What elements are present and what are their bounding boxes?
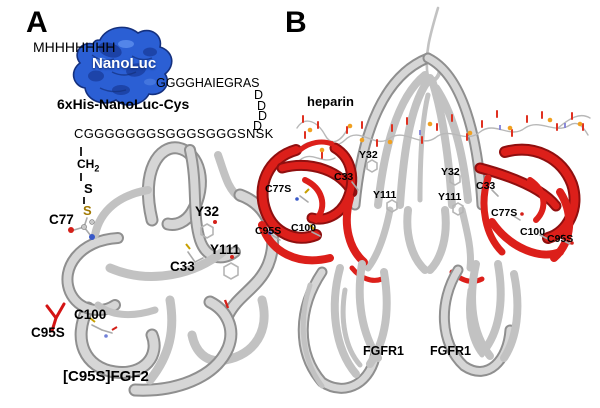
residue-label-left-y32: Y32: [359, 149, 378, 161]
residue-label-left-c33: C33: [334, 171, 354, 183]
ch2-sub: 2: [94, 163, 100, 174]
residue-label-right-c100: C100: [520, 226, 546, 238]
linker-d-residue: D: [254, 88, 264, 102]
residue-label-c95s: C95S: [31, 325, 65, 340]
residue-label-c33: C33: [170, 259, 195, 274]
sulfur-top-label: S: [84, 181, 93, 196]
residue-label-c100: C100: [74, 307, 107, 322]
nanoluc-label: NanoLuc: [92, 55, 157, 72]
residue-label-left-c100: C100: [291, 222, 317, 234]
fgfr1-right-d3-ribbon: [438, 260, 522, 377]
nanoluc-surface: [72, 26, 173, 106]
residue-label-c77: C77: [49, 212, 74, 227]
heparin-label: heparin: [307, 94, 354, 109]
linker-sequence-bottom: CGGGGGGGSGGGSGGGSNSK: [74, 126, 274, 141]
linker-d-residue: D: [253, 119, 263, 133]
residue-label-right-y32: Y32: [441, 166, 460, 178]
fgfr1-left-label: FGFR1: [363, 344, 404, 358]
fgf2-left-red-ribbon: [256, 139, 385, 283]
residue-sticks-panel-a: [89, 220, 239, 338]
linker-d-residue: D: [258, 109, 268, 123]
ch2-main: CH: [77, 157, 95, 171]
fgf2-right-red-ribbon: [449, 143, 581, 284]
residue-label-right-c95s: C95S: [547, 233, 574, 245]
construct-name: 6xHis-NanoLuc-Cys: [57, 96, 190, 112]
linker-bonds: [80, 147, 85, 204]
linker-sequence-top: GGGGHAIEGRAS: [156, 76, 260, 90]
residue-label-y32: Y32: [195, 204, 220, 219]
residue-label-left-c95s: C95S: [255, 225, 282, 237]
protein-name-label: [C95S]FGF2: [63, 368, 149, 385]
residue-label-left-y111: Y111: [373, 189, 397, 201]
ch2-group: CH2: [77, 158, 99, 173]
c77-ball-stick: [68, 217, 95, 240]
panel-a-label: A: [26, 6, 48, 39]
residue-label-left-c77s: C77S: [265, 183, 292, 195]
sulfur-bottom-label: S: [83, 203, 92, 218]
residue-label-y111: Y111: [210, 242, 241, 257]
linker-d-residue: D: [257, 99, 267, 113]
residue-label-right-c77s: C77S: [491, 207, 518, 219]
panel-b-label: B: [285, 6, 307, 39]
his-tag-sequence: MHHHHHHH: [33, 39, 116, 55]
c95s-sidechain: [45, 302, 66, 333]
residue-label-right-y111: Y111: [438, 191, 462, 203]
fgfr1-left-d3-ribbon: [297, 260, 391, 394]
fgfr1-right-label: FGFR1: [430, 344, 471, 358]
residue-label-right-c33: C33: [476, 180, 496, 192]
residue-sticks-panel-b: [268, 159, 574, 245]
fgfr1-d2-central-ribbons: [349, 6, 488, 274]
